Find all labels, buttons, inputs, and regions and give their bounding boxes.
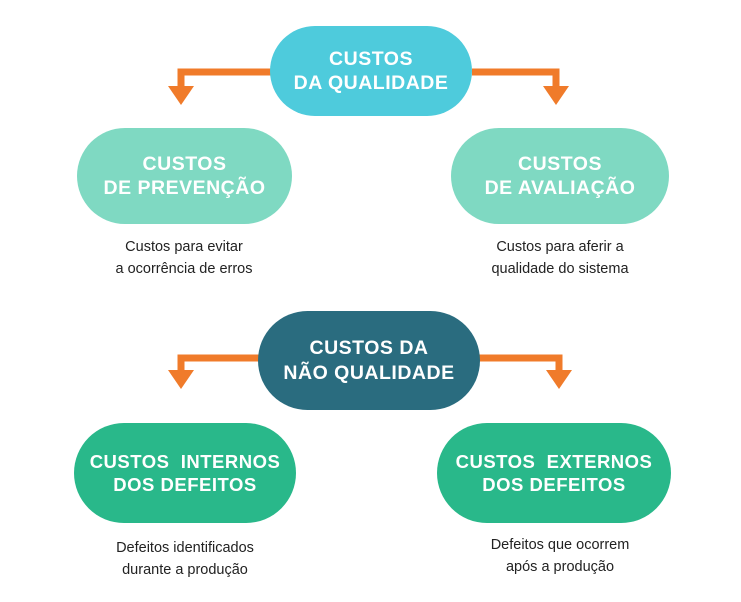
arrowhead-external xyxy=(546,370,572,389)
node-title-line: NÃO QUALIDADE xyxy=(283,361,455,384)
desc-line: a ocorrência de erros xyxy=(115,261,253,278)
arrow-to-evaluation xyxy=(472,68,560,88)
node-title-line: CUSTOS xyxy=(518,152,602,175)
arrowhead-evaluation xyxy=(543,86,569,105)
desc-line: Custos para aferir a xyxy=(496,239,624,255)
node-title-line: DOS DEFEITOS xyxy=(113,474,257,495)
node-custos-da-nao-qualidade: CUSTOS DA NÃO QUALIDADE xyxy=(258,311,480,410)
arrow-to-internal xyxy=(177,354,260,372)
node-custos-da-qualidade: CUSTOS DA QUALIDADE xyxy=(270,26,472,116)
node-title-line: CUSTOS DA xyxy=(309,337,429,360)
node-title-line: DOS DEFEITOS xyxy=(482,474,626,495)
arrow-to-external xyxy=(478,354,563,372)
node-title-line: CUSTOS xyxy=(329,47,413,70)
arrow-to-prevention xyxy=(177,68,272,88)
desc-prevencao: Custos para evitar a ocorrência de erros xyxy=(84,236,284,281)
arrowhead-prevention xyxy=(168,86,194,105)
node-title-line: DA QUALIDADE xyxy=(293,72,449,94)
desc-line: durante a produção xyxy=(122,562,248,579)
desc-externos: Defeitos que ocorrem após a produção xyxy=(460,534,660,579)
desc-line: Custos para evitar xyxy=(125,239,243,255)
node-title-line: CUSTOS EXTERNOS xyxy=(455,450,653,472)
node-custos-internos-dos-defeitos: CUSTOS INTERNOS DOS DEFEITOS xyxy=(74,423,296,523)
desc-avaliacao: Custos para aferir a qualidade do sistem… xyxy=(460,236,660,281)
arrowhead-internal xyxy=(168,370,194,389)
node-custos-de-avaliacao: CUSTOS DE AVALIAÇÃO xyxy=(451,128,669,224)
node-title-line: DE PREVENÇÃO xyxy=(103,177,266,199)
desc-internos: Defeitos identificados durante a produçã… xyxy=(85,537,285,582)
desc-line: Defeitos que ocorrem xyxy=(490,537,630,553)
node-title-line: DE AVALIAÇÃO xyxy=(484,177,636,199)
node-title-line: CUSTOS xyxy=(142,152,227,175)
node-title-line: CUSTOS INTERNOS xyxy=(89,450,281,472)
node-custos-externos-dos-defeitos: CUSTOS EXTERNOS DOS DEFEITOS xyxy=(437,423,671,523)
desc-line: qualidade do sistema xyxy=(491,261,629,278)
desc-line: após a produção xyxy=(505,559,615,576)
node-custos-de-prevencao: CUSTOS DE PREVENÇÃO xyxy=(77,128,292,224)
desc-line: Defeitos identificados xyxy=(116,540,254,556)
